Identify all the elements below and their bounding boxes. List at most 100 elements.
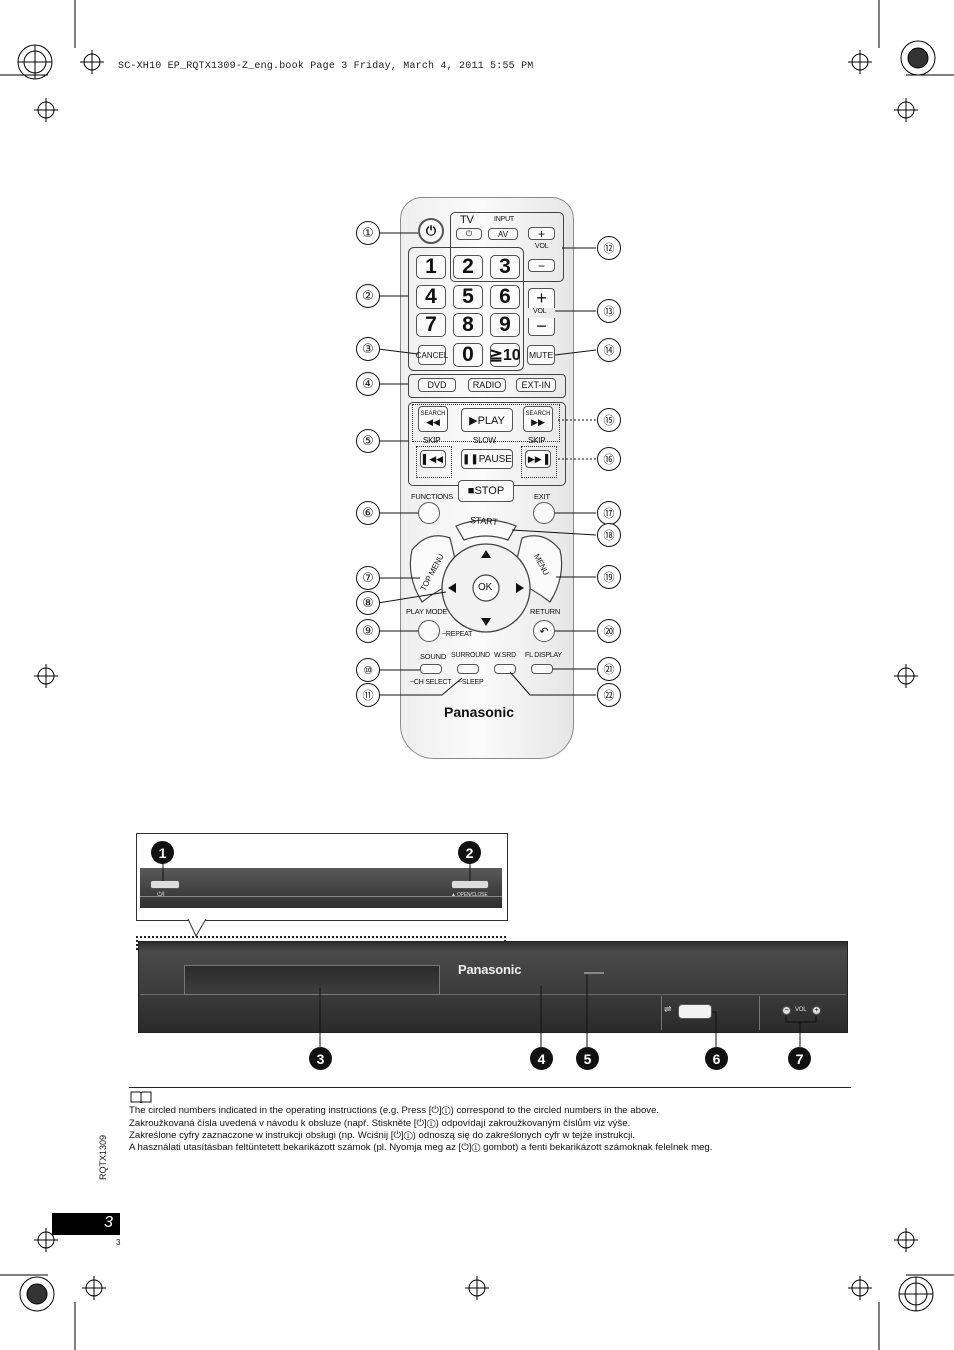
callout-19: ⑲ [597, 565, 621, 589]
num-5-button[interactable]: 5 [453, 285, 483, 309]
unit-callout-3: 3 [309, 1047, 332, 1070]
ext-in-button[interactable]: EXT-IN [516, 378, 556, 392]
skip-label-left: SKIP [423, 436, 441, 445]
skip-back-button[interactable]: ▌◀◀ [420, 450, 446, 468]
callout-18: ⑱ [597, 523, 621, 547]
fl-display-label: FL DISPLAY [525, 652, 562, 659]
tv-label: TV [460, 214, 474, 226]
power-standby-button[interactable] [150, 880, 180, 889]
callout-8: ⑧ [356, 591, 380, 615]
skip-forward-button[interactable]: ▶▶▐ [525, 450, 551, 468]
num-6-button[interactable]: 6 [490, 285, 520, 309]
cancel-button[interactable]: CANCEL [416, 345, 448, 365]
disc-tray[interactable] [184, 965, 440, 995]
volume-panel [759, 996, 846, 1030]
sound-button[interactable] [420, 664, 442, 674]
unit-panel-line [140, 994, 846, 995]
input-label: INPUT [494, 216, 515, 223]
num-2-button[interactable]: 2 [453, 255, 483, 279]
callout-6: ⑥ [356, 501, 380, 525]
page-number: 3 [104, 1214, 113, 1231]
unit-callout-5: 5 [576, 1047, 599, 1070]
play-button[interactable]: ▶PLAY [461, 408, 513, 432]
callout-17: ⑰ [597, 501, 621, 525]
note-line-czech: Zakroužkovaná čísla uvedená v návodu k o… [129, 1118, 631, 1129]
tv-vol-up-button[interactable]: + [528, 227, 555, 241]
callout-10: ⑩ [356, 658, 380, 682]
doc-code: RQTX1309 [98, 1134, 108, 1180]
book-icon [130, 1090, 152, 1104]
callout-14: ⑭ [597, 338, 621, 362]
vol-up-button[interactable]: + [528, 288, 555, 308]
callout-22: ㉒ [597, 683, 621, 707]
callout-21: ㉑ [597, 657, 621, 681]
unit-callout-2: 2 [458, 841, 481, 864]
registration-mark-tl [17, 44, 53, 80]
search-back-label: SEARCH [420, 410, 446, 417]
inset-panel-highlight [140, 896, 502, 897]
callout-11: ⑪ [356, 683, 380, 707]
search-back-button[interactable]: SEARCH◀◀ [418, 406, 448, 432]
callout-3: ③ [356, 337, 380, 361]
return-button[interactable]: ↶ [533, 620, 555, 642]
callout-13: ⑬ [597, 299, 621, 323]
mute-button[interactable]: MUTE [527, 345, 555, 365]
skip-forward-icon: ▶▶▐ [527, 453, 549, 464]
wsrd-button[interactable] [494, 664, 516, 674]
unit-vol-label: VOL [795, 1007, 807, 1013]
tv-power-button[interactable]: ⏻ [456, 228, 482, 240]
search-forward-button[interactable]: SEARCH▶▶ [523, 406, 553, 432]
power-button[interactable]: ⏻ [418, 218, 444, 244]
play-mode-button[interactable] [418, 620, 440, 642]
small-page-number: 3 [116, 1238, 121, 1247]
search-slow-dotted-frame [412, 404, 560, 442]
surround-button[interactable] [457, 664, 479, 674]
num-10-plus-button[interactable]: ≧10 [489, 343, 521, 367]
display-window [584, 972, 604, 974]
num-3-button[interactable]: 3 [490, 255, 520, 279]
inset-panel [140, 868, 502, 908]
stop-button[interactable]: ■STOP [458, 480, 514, 502]
ok-label: OK [478, 582, 493, 593]
callout-1: ① [356, 221, 380, 245]
unit-vol-down-button[interactable]: − [782, 1006, 791, 1015]
vol-label: VOL [533, 308, 547, 315]
usb-icon: ⇌ [664, 1004, 672, 1014]
num-9-button[interactable]: 9 [490, 313, 520, 337]
tv-vol-down-button[interactable]: − [528, 259, 555, 273]
unit-vol-up-button[interactable]: + [812, 1006, 821, 1015]
num-1-button[interactable]: 1 [416, 255, 446, 279]
rewind-icon: ◀◀ [426, 416, 440, 427]
return-label: RETURN [530, 607, 561, 616]
numpad-frame [408, 247, 524, 371]
source-frame [408, 374, 566, 398]
repeat-label: −REPEAT [442, 631, 473, 638]
radio-button[interactable]: RADIO [468, 378, 506, 392]
callout-20: ⑳ [597, 619, 621, 643]
slow-label: SLOW [473, 436, 496, 445]
num-8-button[interactable]: 8 [453, 313, 483, 337]
fl-display-button[interactable] [531, 664, 553, 674]
num-0-button[interactable]: 0 [453, 343, 483, 367]
functions-button[interactable] [418, 502, 440, 524]
skip-label-right: SKIP [528, 436, 546, 445]
book-icon-svg [130, 1091, 152, 1104]
num-7-button[interactable]: 7 [416, 313, 446, 337]
dvd-button[interactable]: DVD [418, 378, 456, 392]
vol-down-button[interactable]: − [528, 316, 555, 336]
usb-port-frame [661, 996, 758, 1030]
navigation-ring [409, 519, 563, 633]
sleep-label: −SLEEP [458, 679, 484, 686]
av-button[interactable]: AV [488, 228, 518, 240]
play-mode-label: PLAY MODE [406, 607, 448, 616]
exit-button[interactable] [533, 502, 555, 524]
search-forward-label: SEARCH [525, 410, 551, 417]
usb-port[interactable] [678, 1004, 712, 1019]
pause-button[interactable]: ❚❚PAUSE [461, 449, 513, 469]
ch-select-label: −CH SELECT [410, 679, 452, 686]
registration-mark-tr [900, 40, 936, 76]
num-4-button[interactable]: 4 [416, 285, 446, 309]
callout-2: ② [356, 284, 380, 308]
return-icon: ↶ [539, 625, 549, 638]
callout-7: ⑦ [356, 566, 380, 590]
